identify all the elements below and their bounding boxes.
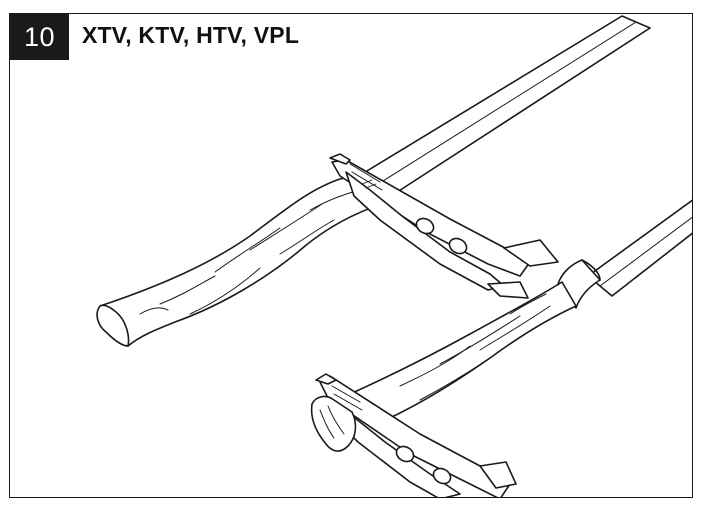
upper-pliers	[329, 153, 559, 299]
step-number-badge: 10	[10, 14, 69, 60]
lower-foil-end	[310, 395, 357, 452]
cable-stripping-illustration	[96, 15, 692, 497]
lower-cable-sheath	[587, 199, 692, 297]
step-title: XTV, KTV, HTV, VPL	[82, 22, 300, 48]
lower-foil-wire	[349, 281, 577, 427]
instruction-panel: 10 XTV, KTV, HTV, VPL	[9, 13, 693, 498]
lower-pliers	[315, 373, 517, 497]
upper-foil-wire	[96, 173, 389, 347]
upper-cable-sheath	[361, 15, 651, 199]
